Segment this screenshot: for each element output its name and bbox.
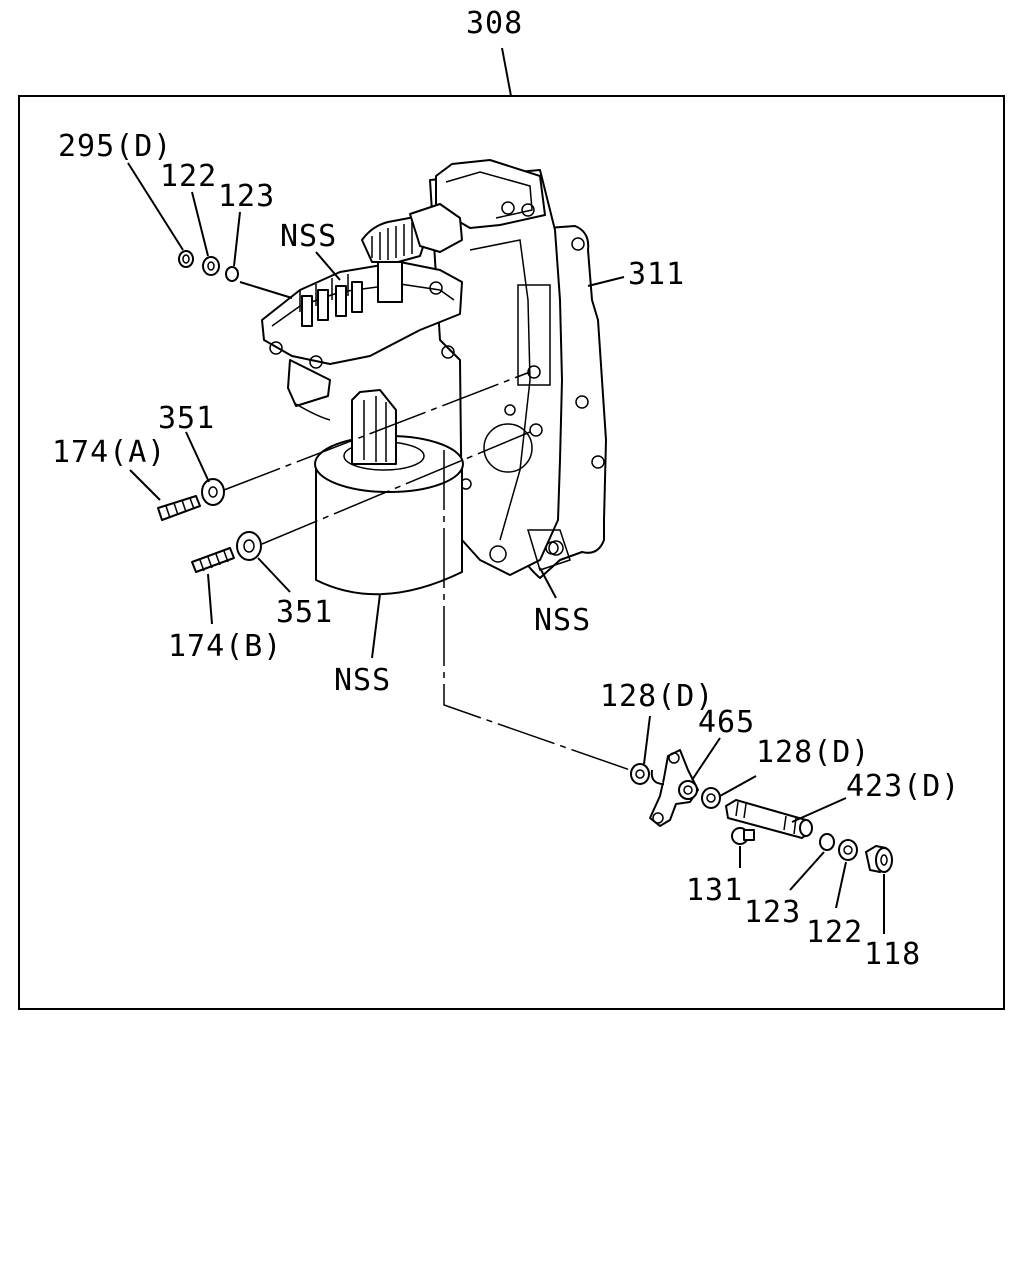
switch-bracket <box>261 261 463 421</box>
o-ring-123-top <box>225 266 239 282</box>
leader-lines <box>127 162 885 934</box>
label-311: 311 <box>628 257 685 292</box>
label-131: 131 <box>686 873 743 908</box>
label-122-bottom: 122 <box>806 915 863 950</box>
centerline-lower <box>261 431 531 545</box>
label-nss-solenoid: NSS <box>334 663 391 698</box>
washer-128-right <box>701 787 721 809</box>
label-123-bottom: 123 <box>744 895 801 930</box>
washer-128-left <box>630 763 650 785</box>
label-128d-right: 128(D) <box>756 735 870 770</box>
label-nss-top: NSS <box>280 219 337 254</box>
washer-122-bottom <box>838 839 858 861</box>
assembly-frame <box>18 95 1005 1010</box>
nut-351a <box>201 478 225 506</box>
lever-465 <box>649 749 699 827</box>
label-351-b: 351 <box>276 595 333 630</box>
seal-ring-295 <box>178 250 194 268</box>
label-118: 118 <box>864 937 921 972</box>
stud-174b <box>191 547 235 573</box>
label-123-top: 123 <box>218 179 275 214</box>
pin-131 <box>731 827 755 845</box>
label-174a: 174(A) <box>52 435 166 470</box>
label-308: 308 <box>466 6 523 41</box>
stud-174a <box>157 495 201 521</box>
valve-body <box>361 159 607 579</box>
label-122-top: 122 <box>160 159 217 194</box>
label-465: 465 <box>698 705 755 740</box>
centerline-upper <box>223 371 531 491</box>
label-nss-gasket: NSS <box>534 603 591 638</box>
solenoid <box>314 389 464 596</box>
bushing-118 <box>865 845 893 873</box>
centerline-lever <box>443 450 631 771</box>
o-ring-123-bottom <box>819 833 835 851</box>
label-295d: 295(D) <box>58 129 172 164</box>
label-128d-left: 128(D) <box>600 679 714 714</box>
label-174b: 174(B) <box>168 629 282 664</box>
washer-122-top <box>202 256 220 276</box>
nut-351b <box>236 531 262 561</box>
label-351-a: 351 <box>158 401 215 436</box>
label-423d: 423(D) <box>846 769 960 804</box>
shaft-423 <box>725 799 813 839</box>
